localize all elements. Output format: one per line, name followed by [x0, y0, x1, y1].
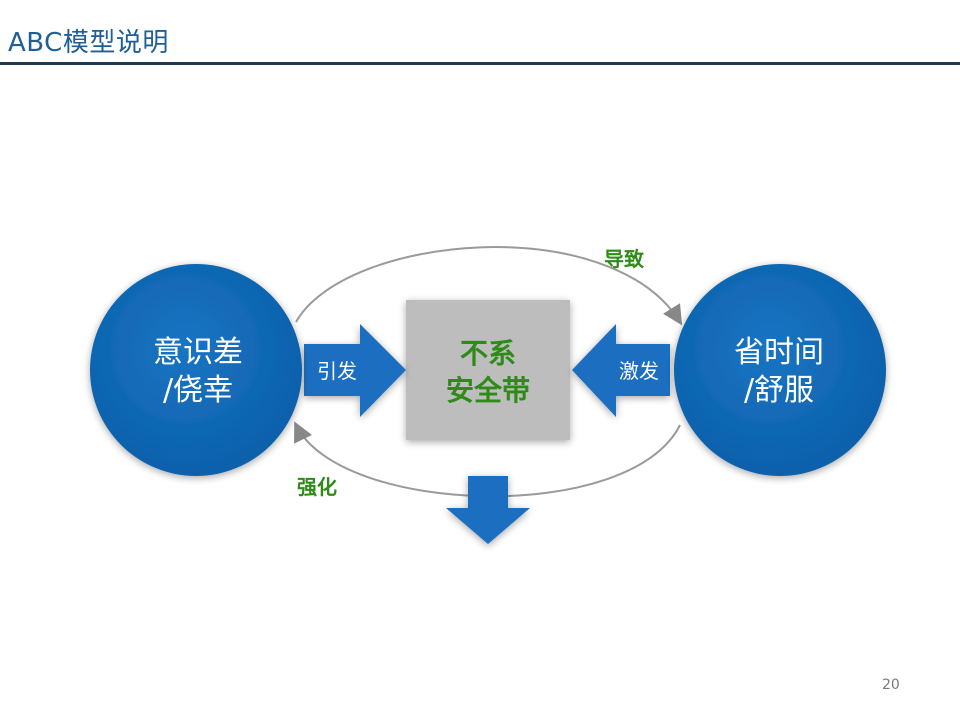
- left-circle-line2: /侥幸: [163, 373, 233, 408]
- center-box-line2: 安全带: [446, 374, 530, 407]
- right-arrow-label: 激发: [619, 359, 659, 383]
- right-circle-line1: 省时间: [734, 335, 824, 370]
- top-cycle-label: 导致: [604, 247, 645, 271]
- center-box-line1: 不系: [460, 337, 516, 370]
- down-arrow-shape: [446, 476, 530, 544]
- center-box: [406, 300, 570, 440]
- page-number: 20: [882, 677, 900, 693]
- left-arrow-shape: [304, 324, 406, 417]
- slide-title: ABC模型说明: [8, 28, 169, 58]
- left-circle: [90, 264, 302, 476]
- right-circle: [674, 264, 886, 476]
- title-divider: [0, 62, 960, 65]
- left-arrow-label: 引发: [317, 359, 357, 383]
- right-arrow-shape: [572, 324, 670, 417]
- right-circle-line2: /舒服: [744, 373, 814, 408]
- left-circle-line1: 意识差: [153, 335, 243, 370]
- bottom-cycle-label: 强化: [297, 475, 337, 499]
- top-cycle-arrow: [295, 246, 683, 326]
